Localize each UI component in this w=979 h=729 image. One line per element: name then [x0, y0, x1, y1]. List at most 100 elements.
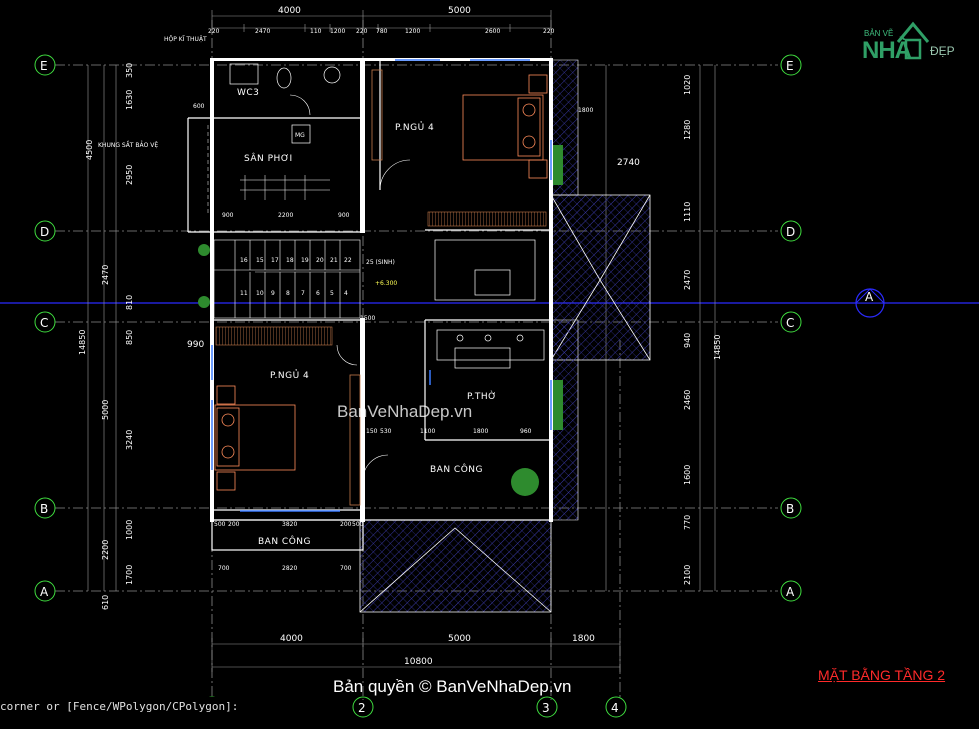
dim-top-220c: 220	[543, 28, 555, 35]
svg-text:3240: 3240	[125, 430, 134, 450]
svg-text:2950: 2950	[125, 165, 134, 185]
svg-text:14850: 14850	[713, 335, 722, 360]
svg-text:1100: 1100	[420, 428, 435, 435]
svg-text:1020: 1020	[683, 75, 692, 95]
dim-bottom-10800: 10800	[404, 657, 433, 667]
axis-c-left: C	[40, 316, 48, 330]
wall-fills	[210, 58, 553, 522]
grid-lines-horizontal	[55, 64, 778, 592]
bed-top	[462, 74, 548, 179]
dim-top-220b: 220	[356, 28, 368, 35]
svg-text:1800: 1800	[578, 107, 593, 114]
staircase	[213, 239, 361, 319]
svg-text:600: 600	[193, 103, 205, 110]
dims-inner: 900 2200 900 1500 600 990 2740 1800 500 …	[187, 103, 640, 572]
plants	[198, 145, 563, 496]
svg-text:700: 700	[218, 565, 230, 572]
washer-label: MG	[295, 132, 305, 139]
svg-text:19: 19	[301, 257, 309, 264]
dim-bottom-4000: 4000	[280, 634, 303, 644]
room-balcony-bottom: BAN CÔNG	[258, 535, 311, 547]
svg-text:21: 21	[330, 257, 338, 264]
watermark-text: BanVeNhaDep.vn	[337, 402, 473, 421]
command-line[interactable]: corner or [Fence/WPolygon/CPolygon]:	[0, 697, 290, 725]
svg-text:700: 700	[340, 565, 352, 572]
svg-text:1000: 1000	[125, 520, 134, 540]
dims-left: 4500 2470 14850 5000 3240 2200 1000 1700…	[78, 63, 134, 610]
svg-text:18: 18	[286, 257, 294, 264]
svg-text:2200: 2200	[101, 540, 110, 560]
svg-text:500: 500	[352, 521, 364, 528]
axis-labels-left: E D C B A	[40, 59, 49, 599]
svg-text:960: 960	[520, 428, 532, 435]
svg-text:9: 9	[271, 290, 275, 297]
svg-text:1630: 1630	[125, 90, 134, 110]
svg-text:1800: 1800	[473, 428, 488, 435]
svg-text:22: 22	[344, 257, 352, 264]
svg-text:11: 11	[240, 290, 248, 297]
altar-furniture	[434, 239, 545, 369]
svg-text:810: 810	[125, 295, 134, 310]
dim-top-2470: 2470	[255, 28, 270, 35]
dim-bottom-5000: 5000	[448, 634, 471, 644]
svg-text:8: 8	[286, 290, 290, 297]
logo-line3: ĐẸP	[930, 44, 955, 58]
command-prompt: corner or [Fence/WPolygon/CPolygon]:	[0, 700, 239, 713]
axis-a-right: A	[786, 585, 795, 599]
svg-text:16: 16	[240, 257, 248, 264]
dim-top-1200b: 1200	[405, 28, 420, 35]
svg-text:1500: 1500	[360, 315, 375, 322]
dim-top-2600: 2600	[485, 28, 500, 35]
logo-line2: NHÀ	[862, 37, 912, 64]
sheet-title: MẶT BẰNG TẦNG 2	[818, 667, 946, 683]
axis-b-right: B	[786, 502, 794, 516]
svg-text:5: 5	[330, 290, 334, 297]
label-technical-shaft: HỘP KĨ THUẬT	[164, 36, 207, 43]
logo-line1: BẢN VẼ	[864, 29, 894, 38]
dim-bottom-1800: 1800	[572, 634, 595, 644]
room-bedroom-top: P.NGỦ 4	[395, 121, 434, 133]
svg-text:200: 200	[340, 521, 352, 528]
axis-e-right: E	[786, 59, 794, 73]
copyright-text: Bản quyền © BanVeNhaDep.vn	[333, 677, 572, 696]
dims-right: 1020 1280 1110 2470 940 14850 2460 1600 …	[683, 75, 722, 585]
svg-text:850: 850	[125, 330, 134, 345]
dim-top-4000: 4000	[278, 6, 301, 16]
svg-text:20: 20	[316, 257, 324, 264]
axis-4: 4	[611, 701, 619, 715]
svg-text:4: 4	[344, 290, 348, 297]
svg-text:940: 940	[683, 333, 692, 348]
axis-e-left: E	[40, 59, 48, 73]
room-wc3: WC3	[237, 88, 259, 98]
svg-text:1280: 1280	[683, 120, 692, 140]
axis-labels-bottom: 2 3 4	[358, 701, 619, 715]
svg-text:14850: 14850	[78, 330, 87, 355]
svg-text:900: 900	[338, 212, 350, 219]
axis-labels-right: E D C B A	[786, 59, 795, 599]
svg-text:15: 15	[256, 257, 264, 264]
svg-text:2460: 2460	[683, 390, 692, 410]
svg-text:2470: 2470	[101, 265, 110, 285]
svg-text:1700: 1700	[125, 565, 134, 585]
svg-text:2820: 2820	[282, 565, 297, 572]
svg-text:4500: 4500	[85, 140, 94, 160]
room-bedroom-bottom: P.NGỦ 4	[270, 369, 309, 381]
label-stair-steps: 25 (SINH)	[366, 259, 395, 266]
label-level: +6.300	[375, 280, 397, 287]
svg-text:5000: 5000	[101, 400, 110, 420]
axis-d-right: D	[786, 225, 795, 239]
house-icon	[896, 21, 930, 60]
dim-top-220a: 220	[208, 28, 220, 35]
bed-bottom	[214, 385, 296, 491]
dim-top-780: 780	[376, 28, 388, 35]
svg-text:530: 530	[380, 428, 392, 435]
svg-text:2740: 2740	[617, 158, 640, 168]
svg-text:990: 990	[187, 340, 204, 350]
svg-text:7: 7	[301, 290, 305, 297]
wc-fixtures	[229, 63, 341, 144]
site-logo: BẢN VẼ NHÀ ĐẸP	[858, 12, 968, 70]
room-labels: WC3 SÂN PHƠI P.NGỦ 4 P.NGỦ 4 P.THỜ BAN C…	[98, 36, 496, 547]
section-marker: A	[854, 288, 886, 318]
